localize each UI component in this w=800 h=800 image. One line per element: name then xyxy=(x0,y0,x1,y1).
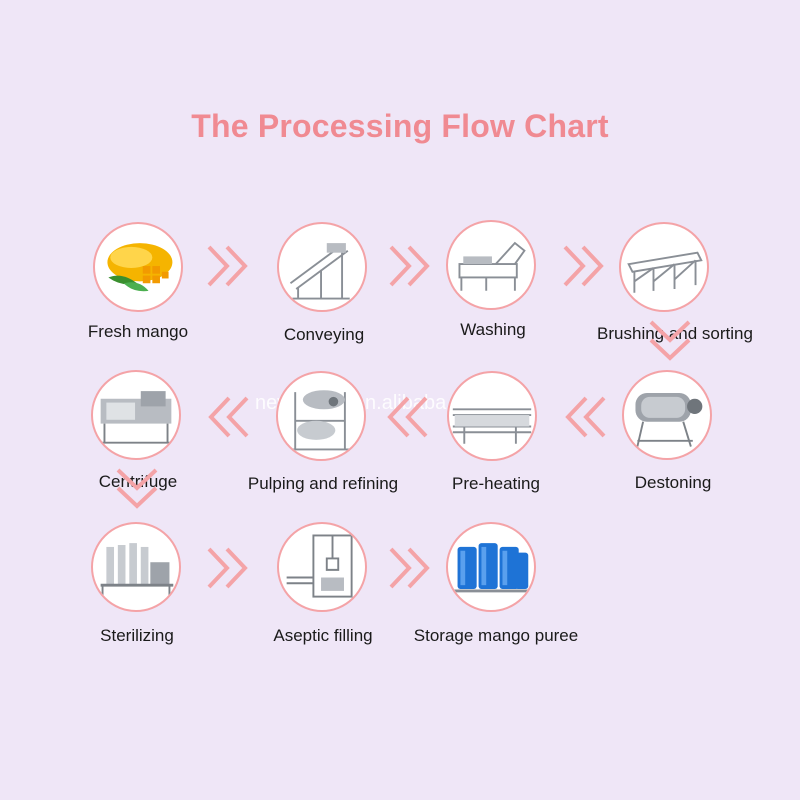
aseptic-filler-icon xyxy=(277,522,367,612)
chevron-right-icon xyxy=(387,243,433,289)
step-label: Destoning xyxy=(634,473,712,492)
step-storage: Storage mango puree xyxy=(401,522,591,652)
step-label: Aseptic filling xyxy=(273,626,373,645)
chevron-down-icon xyxy=(114,466,160,512)
step-label: Washing xyxy=(460,320,526,339)
centrifuge-icon xyxy=(91,370,181,460)
step-centrifuge: Centrifuge xyxy=(43,370,233,500)
step-label: Conveying xyxy=(283,325,365,344)
chevron-left-icon xyxy=(562,394,608,440)
chevron-right-icon xyxy=(561,243,607,289)
chevron-down-icon xyxy=(647,318,693,364)
step-aseptic-filling: Aseptic filling xyxy=(228,522,418,652)
step-washing: Washing xyxy=(398,220,588,350)
storage-drums-icon xyxy=(446,522,536,612)
sterilizer-icon xyxy=(91,522,181,612)
step-brushing-sorting: Brushing and sorting xyxy=(575,222,765,352)
step-label: Centrifuge xyxy=(98,472,178,491)
destoning-machine-icon xyxy=(622,370,712,460)
page-title: The Processing Flow Chart xyxy=(191,108,609,144)
chevron-right-icon xyxy=(205,243,251,289)
sorting-table-icon xyxy=(619,222,709,312)
step-label: Storage mango puree xyxy=(413,626,579,645)
mango-icon xyxy=(93,222,183,312)
step-sterilizing: Sterilizing xyxy=(42,522,232,652)
step-label: Sterilizing xyxy=(100,626,174,645)
step-fresh-mango: Fresh mango xyxy=(43,222,233,352)
washing-machine-icon xyxy=(446,220,536,310)
step-destoning: Destoning xyxy=(578,370,768,500)
step-label: Pulping and refining xyxy=(247,474,399,493)
step-label: Pre-heating xyxy=(452,474,540,493)
chevron-right-icon xyxy=(387,545,433,591)
step-label: Fresh mango xyxy=(87,322,189,341)
step-pre-heating: Pre-heating xyxy=(401,371,591,501)
chevron-left-icon xyxy=(205,394,251,440)
pulping-machine-icon xyxy=(276,371,366,461)
step-conveying: Conveying xyxy=(229,222,419,352)
chevron-right-icon xyxy=(205,545,251,591)
preheater-icon xyxy=(447,371,537,461)
chevron-left-icon xyxy=(384,394,430,440)
conveyor-machine-icon xyxy=(277,222,367,312)
step-pulping-refining: Pulping and refining xyxy=(229,371,419,501)
